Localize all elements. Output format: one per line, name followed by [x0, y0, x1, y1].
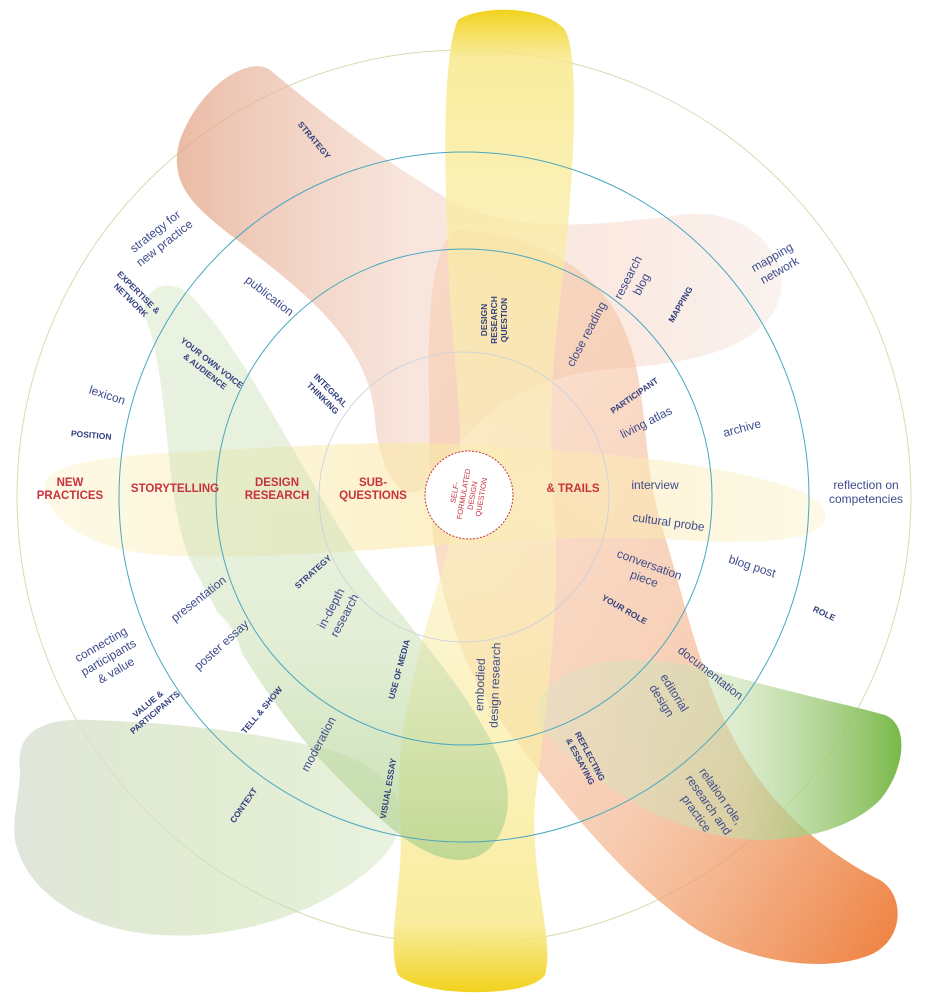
- svg-text:RESEARCH: RESEARCH: [245, 490, 310, 502]
- center-line-1: SELF-: [448, 481, 461, 504]
- svg-text:SUB-: SUB-: [359, 477, 387, 489]
- svg-text:PRACTICES: PRACTICES: [37, 490, 104, 502]
- svg-text:competencies: competencies: [829, 492, 903, 506]
- label-storytelling: STORYTELLING: [131, 483, 219, 495]
- label-blog-post: blog post: [727, 552, 778, 581]
- svg-text:reflection on: reflection on: [833, 478, 898, 492]
- svg-text:DESIGN: DESIGN: [255, 477, 299, 489]
- ring-2: [215, 248, 713, 746]
- label-connecting-participants: connecting participants & value: [72, 624, 138, 687]
- green-blob-right: [538, 660, 902, 840]
- label-lexicon: lexicon: [87, 383, 127, 408]
- label-embodied-design-research: embodied design research: [472, 642, 504, 728]
- svg-text:NEW: NEW: [57, 477, 84, 489]
- label-position: POSITION: [71, 428, 112, 442]
- label-new-practices: NEW PRACTICES: [37, 477, 104, 502]
- white-hole-left: [157, 596, 243, 704]
- svg-text:RESEARCH: RESEARCH: [489, 296, 499, 344]
- svg-text:design research: design research: [487, 642, 504, 728]
- label-design-research-question: DESIGN RESEARCH QUESTION: [479, 296, 509, 344]
- label-interview: interview: [631, 478, 679, 492]
- green-band-left: [144, 285, 508, 860]
- label-reflection-on-competencies: reflection on competencies: [829, 478, 903, 506]
- label-integral-thinking: INTEGRAL THINKING: [305, 371, 350, 416]
- svg-text:DESIGN: DESIGN: [479, 304, 489, 337]
- ring-1: [318, 351, 610, 643]
- label-archive: archive: [721, 416, 762, 440]
- label-tell-show: TELL & SHOW: [239, 684, 285, 736]
- center-circle: [424, 450, 514, 540]
- svg-text:QUESTION: QUESTION: [499, 298, 509, 342]
- green-blob-bottom-left: [14, 719, 401, 936]
- label-trails: & TRAILS: [546, 483, 599, 495]
- label-sub-questions: SUB- QUESTIONS: [339, 477, 407, 502]
- ring-3: [118, 151, 810, 843]
- label-strategy-for-new-practice: strategy for new practice: [127, 207, 195, 269]
- svg-text:QUESTIONS: QUESTIONS: [339, 490, 407, 502]
- label-role: ROLE: [811, 604, 837, 623]
- label-design-research: DESIGN RESEARCH: [245, 477, 310, 502]
- svg-text:embodied: embodied: [472, 658, 488, 711]
